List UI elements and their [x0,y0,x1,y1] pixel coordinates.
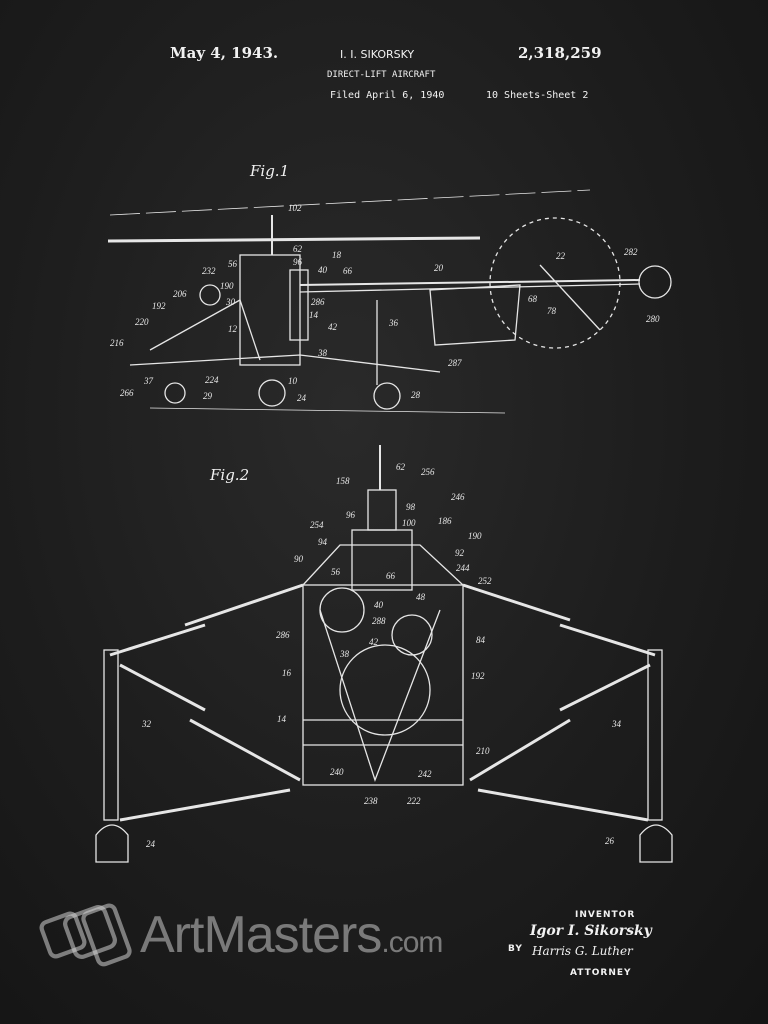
ref-label: 244 [456,563,470,573]
ref-label: 42 [369,637,378,647]
ref-label: 266 [120,388,134,398]
ref-label: 66 [343,266,352,276]
ref-label: 16 [282,668,291,678]
ref-label: 24 [146,839,155,849]
ref-label: 40 [374,600,383,610]
ref-label: 37 [144,376,153,386]
ref-label: 34 [612,719,621,729]
ref-label: 224 [205,375,219,385]
ref-label: 20 [434,263,443,273]
inventor-header: I. I. SIKORSKY [340,48,415,61]
ref-label: 14 [277,714,286,724]
ref-label: 48 [416,592,425,602]
ref-label: 192 [152,301,166,311]
patent-date: May 4, 1943. [170,44,279,62]
ref-label: 206 [173,289,187,299]
ref-label: 18 [332,250,341,260]
ref-label: 68 [528,294,537,304]
ref-label: 14 [309,310,318,320]
patent-number: 2,318,259 [518,44,602,62]
ref-label: 38 [340,649,349,659]
filed-date: Filed April 6, 1940 [330,90,445,101]
ref-label: 56 [228,259,237,269]
ref-label: 84 [476,635,485,645]
ref-label: 26 [605,836,614,846]
patent-title: DIRECT-LIFT AIRCRAFT [327,70,436,80]
ref-label: 210 [476,746,490,756]
ref-label: 12 [228,324,237,334]
ref-label: 10 [288,376,297,386]
fig1-side-view [107,189,672,414]
attorney-label: ATTORNEY [570,968,632,978]
ref-label: 216 [110,338,124,348]
ref-label: 98 [406,502,415,512]
ref-label: 232 [202,266,216,276]
ref-label: 32 [142,719,151,729]
ref-label: 256 [421,467,435,477]
ref-label: 238 [364,796,378,806]
by-label: BY [508,944,523,954]
ref-label: 246 [451,492,465,502]
ref-label: 100 [402,518,416,528]
ref-label: 190 [468,531,482,541]
ref-label: 30 [226,297,235,307]
ref-label: 42 [328,322,337,332]
fig2-front-view [95,445,673,863]
ref-label: 254 [310,520,324,530]
ref-label: 222 [407,796,421,806]
ref-label: 286 [276,630,290,640]
ref-label: 56 [331,567,340,577]
ref-label: 96 [346,510,355,520]
ref-label: 38 [318,348,327,358]
ref-label: 92 [455,548,464,558]
watermark-brand: ArtMasters [140,906,382,964]
ref-label: 28 [411,390,420,400]
ref-label: 90 [294,554,303,564]
ref-label: 94 [318,537,327,547]
ref-label: 36 [389,318,398,328]
ref-label: 186 [438,516,452,526]
ref-label: 22 [556,251,565,261]
ref-label: 280 [646,314,660,324]
attorney-signature: Harris G. Luther [532,944,633,958]
sheet-count: 10 Sheets-Sheet 2 [486,90,589,101]
ref-label: 190 [220,281,234,291]
watermark-text: ArtMasters.com [140,905,443,973]
ref-label: 40 [318,265,327,275]
ref-label: 96 [293,257,302,267]
ref-label: 62 [293,244,302,254]
ref-label: 242 [418,769,432,779]
ref-label: 24 [297,393,306,403]
watermark-logo [39,903,132,967]
inventor-label: INVENTOR [575,910,636,920]
ref-label: 102 [288,203,302,213]
ref-label: 240 [330,767,344,777]
ref-label: 287 [448,358,462,368]
ref-label: 62 [396,462,405,472]
ref-label: 282 [624,247,638,257]
ref-label: 288 [372,616,386,626]
ref-label: 252 [478,576,492,586]
ref-label: 158 [336,476,350,486]
fig1-caption: Fig.1 [250,162,290,180]
fig2-caption: Fig.2 [210,466,250,484]
ref-label: 220 [135,317,149,327]
ref-label: 192 [471,671,485,681]
ref-label: 78 [547,306,556,316]
ref-label: 66 [386,571,395,581]
ref-label: 286 [311,297,325,307]
ref-label: 29 [203,391,212,401]
watermark-suffix: .com [381,926,443,959]
inventor-signature: Igor I. Sikorsky [530,923,652,939]
